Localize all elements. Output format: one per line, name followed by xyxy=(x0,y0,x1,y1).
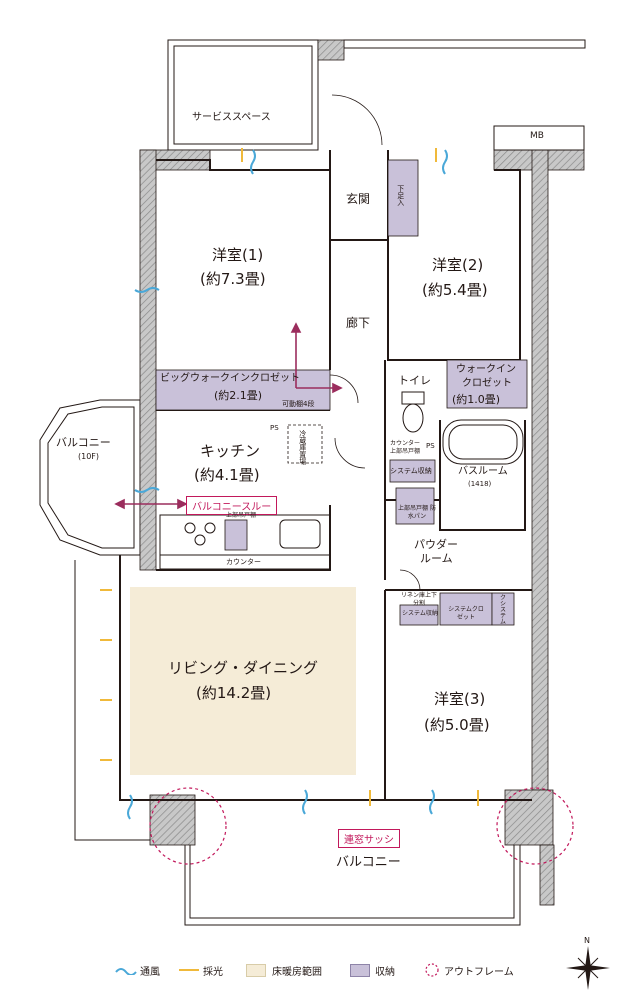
balcony-side-label: バルコニー xyxy=(56,436,111,449)
western1-size: (約7.3畳) xyxy=(200,270,266,288)
system-storage-small-label: システム収納 xyxy=(402,610,438,617)
washer-pan-label: 上部吊戸棚 防水パン xyxy=(398,505,436,520)
entrance-label: 玄関 xyxy=(346,192,371,206)
toilet-fixture xyxy=(401,391,425,433)
fridge-space xyxy=(287,424,323,464)
service-space-label: サービススペース xyxy=(192,112,271,123)
light-marks xyxy=(100,148,479,806)
kitchen-cabinet xyxy=(224,519,248,551)
counter-shelf-label: カウンター上部吊戸棚 xyxy=(389,440,420,455)
balcony-through-tag: バルコニースルー xyxy=(186,496,278,515)
legend-daylight: 採光 xyxy=(203,967,223,978)
bathroom-size: (1418) xyxy=(468,480,492,488)
big-closet-name: ビッグウォークインクロゼット xyxy=(160,373,300,384)
outframe-markers xyxy=(149,787,574,865)
walkin-closet-line1: ウォークイン xyxy=(456,364,516,375)
legend-storage: 収納 xyxy=(375,967,395,978)
toilet-label: トイレ xyxy=(398,374,431,387)
powder-line1: パウダー xyxy=(414,538,458,551)
bathroom-name: バスルーム xyxy=(458,466,508,477)
kitchen-name: キッチン xyxy=(200,442,261,460)
fridge-label: 冷蔵庫置場 xyxy=(298,430,307,465)
kitchen-counter xyxy=(159,514,331,570)
system-storage-small xyxy=(399,604,439,626)
balcony-main-label: バルコニー xyxy=(336,855,401,870)
storage-areas xyxy=(155,159,528,626)
shoe-box-label: 下足入 xyxy=(396,185,405,206)
legend-out-frame: アウトフレーム xyxy=(444,967,514,978)
walkin-closet-size: (約1.0畳) xyxy=(452,393,501,406)
western3-size: (約5.0畳) xyxy=(424,716,490,734)
vent-marks xyxy=(127,149,448,820)
movable-shelf-label: 可動棚4段 xyxy=(282,400,315,408)
system-storage-label: システム収納 xyxy=(390,467,432,475)
western1-name: 洋室(1) xyxy=(212,246,264,264)
shoe-box xyxy=(387,159,419,237)
mb-label: MB xyxy=(530,131,544,141)
system-closet xyxy=(439,592,493,626)
outer-outlines xyxy=(39,39,586,926)
legend-ventilation: 通風 xyxy=(140,967,160,978)
ps-label-2: PS xyxy=(270,424,279,432)
circulation-arrows xyxy=(114,322,343,510)
counter-label: カウンター xyxy=(226,558,261,566)
legend: 通風 採光 床暖房範囲 収納 アウトフレーム xyxy=(0,955,621,985)
hallway-label: 廊下 xyxy=(346,316,371,330)
washer-area xyxy=(395,487,435,525)
kitchen-size: (約4.1畳) xyxy=(194,466,260,484)
ps-label-1: PS xyxy=(426,442,435,450)
living-name: リビング・ダイニング xyxy=(168,659,319,677)
sash-tag: 連窓サッシ xyxy=(338,829,400,848)
western3-name: 洋室(3) xyxy=(434,690,486,708)
balcony-side-floor: (10F) xyxy=(78,452,100,461)
western2-name: 洋室(2) xyxy=(432,256,484,274)
walkin-closet-line2: クロゼット xyxy=(462,378,512,389)
linen-storage-label: リネン庫上下分割 xyxy=(400,592,437,607)
light-legend-icon xyxy=(179,969,199,971)
floor-heating-legend-swatch xyxy=(246,964,266,977)
storage-legend-swatch xyxy=(350,964,370,977)
system-closet-vert xyxy=(491,592,515,626)
big-closet-size: (約2.1畳) xyxy=(214,389,263,402)
compass-rose xyxy=(566,946,610,990)
system-closet-vert-label: クシステム xyxy=(498,594,506,624)
floor-heating-area xyxy=(130,587,356,775)
mb-box xyxy=(493,125,585,151)
outframe-legend-icon xyxy=(425,963,439,977)
upper-cabinet-label: 上部吊戸棚 xyxy=(226,512,257,519)
system-closet-label: システムクロゼット xyxy=(448,606,484,621)
legend-floor-heating: 床暖房範囲 xyxy=(272,967,322,978)
western2-size: (約5.4畳) xyxy=(422,281,488,299)
living-size: (約14.2畳) xyxy=(196,684,272,702)
system-storage xyxy=(389,459,436,483)
doors xyxy=(329,94,421,591)
big-closet xyxy=(155,369,331,411)
vent-legend-icon xyxy=(115,968,137,975)
walkin-closet xyxy=(446,359,528,409)
bathtub xyxy=(442,419,524,465)
powder-line2: ルーム xyxy=(420,552,453,565)
compass-north: N xyxy=(584,936,590,945)
